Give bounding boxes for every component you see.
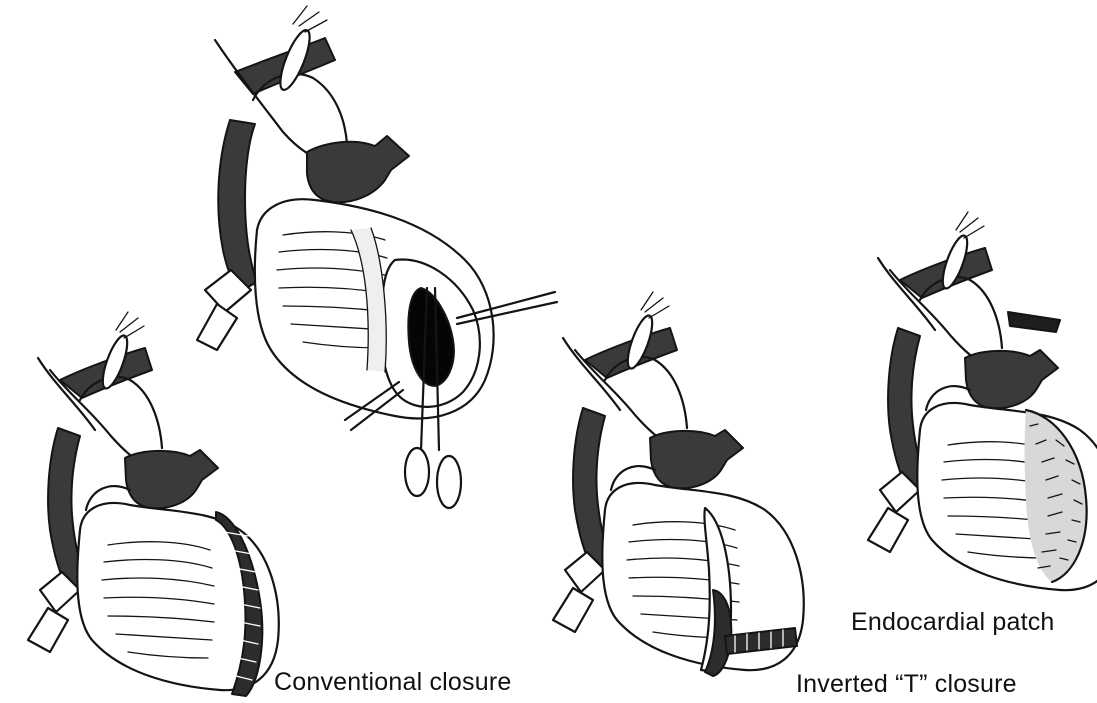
inverted-t-closure-caption: Inverted “T” closure xyxy=(796,670,1017,699)
endocardial-patch-caption: Endocardial patch xyxy=(851,608,1055,637)
open-aneurysm-heart xyxy=(197,6,557,508)
conventional-closure-heart xyxy=(28,312,279,696)
conventional-closure-caption: Conventional closure xyxy=(274,668,511,697)
inverted-t-closure-heart xyxy=(553,292,804,676)
endocardial-patch-heart xyxy=(868,212,1097,590)
